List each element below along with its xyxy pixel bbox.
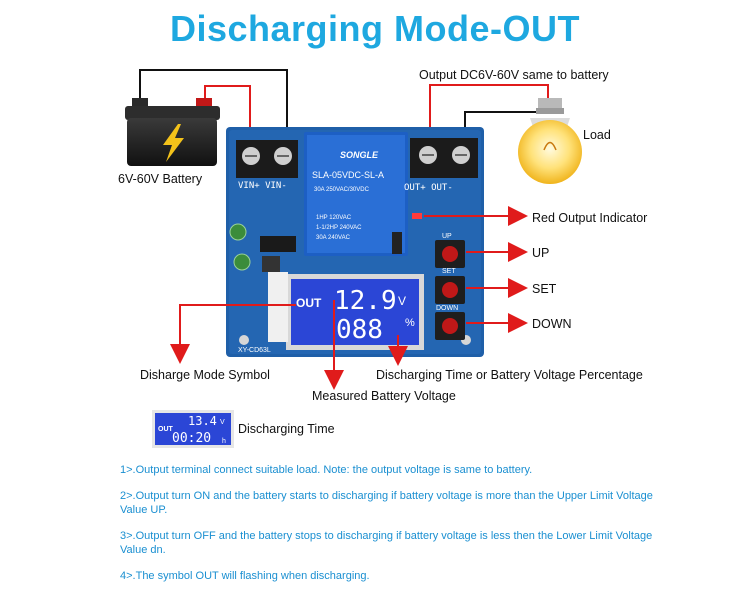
controller-board: VIN+ VIN- SONGLE SLA-05VDC-SL-A 30A 250V…	[226, 127, 484, 357]
lcd-percent-unit: %	[405, 317, 415, 329]
relay	[304, 132, 408, 256]
down-label: DOWN	[532, 317, 572, 331]
page-title: Discharging Mode-OUT	[169, 8, 580, 49]
battery-label: 6V-60V Battery	[118, 172, 203, 186]
relay-rating-1: 30A 250VAC/30VDC	[314, 187, 370, 193]
small-lcd-voltage: 13.4	[188, 414, 217, 428]
relay-brand: SONGLE	[340, 150, 379, 160]
battery	[125, 98, 220, 166]
set-button[interactable]	[435, 276, 465, 304]
set-button-label: SET	[442, 268, 456, 275]
notes-list: 1>.Output terminal connect suitable load…	[120, 463, 680, 595]
small-lcd-mode: OUT	[158, 426, 174, 433]
ribbon	[268, 272, 288, 342]
down-button[interactable]	[435, 312, 465, 340]
down-button-label: DOWN	[436, 305, 458, 312]
lcd-screen	[291, 279, 419, 345]
up-button[interactable]	[435, 240, 465, 268]
up-button-label: UP	[442, 233, 452, 240]
lcd-voltage-unit: V	[398, 294, 406, 308]
lcd-percent: 088	[336, 315, 383, 345]
output-terminal-label: OUT+ OUT-	[404, 183, 453, 193]
light-bulb-icon	[518, 98, 582, 184]
capacitor	[233, 253, 251, 271]
red-indicator-label: Red Output Indicator	[532, 211, 648, 225]
small-lcd-time: 00:20	[172, 431, 211, 446]
relay-rating-4: 30A 240VAC	[316, 235, 351, 241]
board-model: XY-CD63L	[238, 347, 271, 354]
up-label: UP	[532, 246, 550, 260]
relay-rating-3: 1-1/2HP 240VAC	[316, 225, 362, 231]
output-terminal	[410, 138, 478, 178]
red-indicator-led	[412, 213, 422, 219]
time-or-percent-label: Discharging Time or Battery Voltage Perc…	[376, 368, 643, 382]
chip	[260, 236, 296, 252]
mode-symbol-label: Disharge Mode Symbol	[140, 368, 270, 382]
note-item: 2>.Output turn ON and the battery starts…	[120, 490, 653, 516]
lightning-icon	[163, 124, 184, 162]
relay-model: SLA-05VDC-SL-A	[312, 170, 384, 180]
battery-wires	[139, 69, 288, 140]
lcd-voltage: 12.9	[334, 286, 397, 316]
diode	[392, 232, 402, 254]
measured-voltage-label: Measured Battery Voltage	[312, 389, 456, 403]
set-label: SET	[532, 282, 557, 296]
load-label: Load	[583, 128, 611, 142]
small-lcd-time-unit: h	[222, 438, 226, 445]
small-lcd	[152, 410, 234, 448]
small-lcd-voltage-unit: V	[220, 419, 225, 426]
inductor	[262, 256, 280, 272]
callout-arrows	[170, 206, 528, 390]
input-terminal-label: VIN+ VIN-	[238, 181, 287, 191]
relay-rating-2: 1HP 120VAC	[316, 215, 352, 221]
capacitor	[229, 223, 247, 241]
output-note-label: Output DC6V-60V same to battery	[419, 68, 609, 82]
input-terminal	[236, 140, 298, 178]
discharging-time-label: Discharging Time	[238, 422, 335, 436]
note-item: 1>.Output terminal connect suitable load…	[120, 464, 533, 476]
lcd-mode-symbol: OUT	[296, 296, 322, 310]
note-item: 4>.The symbol OUT will flashing when dis…	[120, 570, 370, 582]
note-item: 3>.Output turn OFF and the battery stops…	[120, 530, 653, 556]
